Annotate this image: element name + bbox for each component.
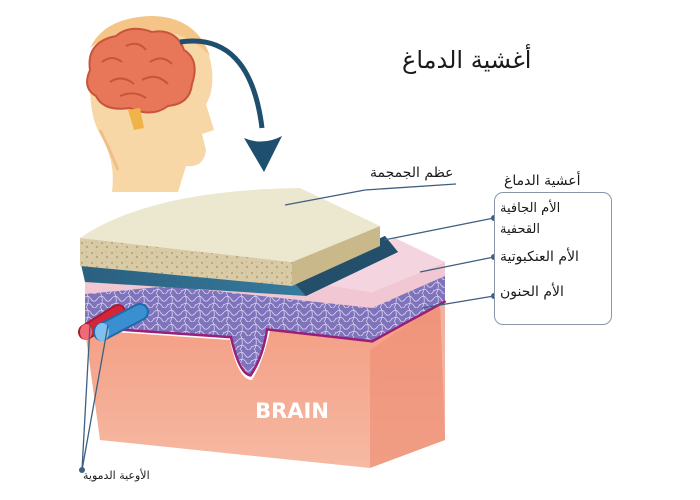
subarachnoid-space (85, 272, 445, 374)
meninges-group-label: أعشية الدماغ (500, 173, 585, 189)
skull-bone-top (80, 188, 380, 262)
brain-tissue-side (370, 300, 445, 468)
skull-bone-side (80, 238, 292, 286)
dura-mater-label: الأم الجافية (500, 201, 561, 216)
blood-vessels-label: الأوعية الدموية (83, 469, 150, 482)
brain-tissue (85, 300, 445, 468)
blood-vessels (78, 303, 149, 341)
dura-mater-label-2: القحفية (500, 222, 541, 237)
skull-bone-right (292, 226, 380, 286)
curved-arrow-icon (179, 38, 265, 129)
brain-icon (86, 27, 196, 130)
meninges-legend-box (494, 192, 612, 325)
pointer-lines (81, 183, 495, 471)
skull-label: عظم الجمجمة (370, 165, 454, 181)
arachnoid-mater-label: الأم العنكبوتية (500, 249, 579, 265)
dura-mater-top (290, 236, 398, 296)
brain-label: BRAIN (255, 399, 329, 423)
arrow-head-icon (244, 136, 282, 172)
pia-mater-label: الأم الحنون (500, 284, 564, 300)
page-title: أغشية الدماغ (402, 46, 532, 74)
